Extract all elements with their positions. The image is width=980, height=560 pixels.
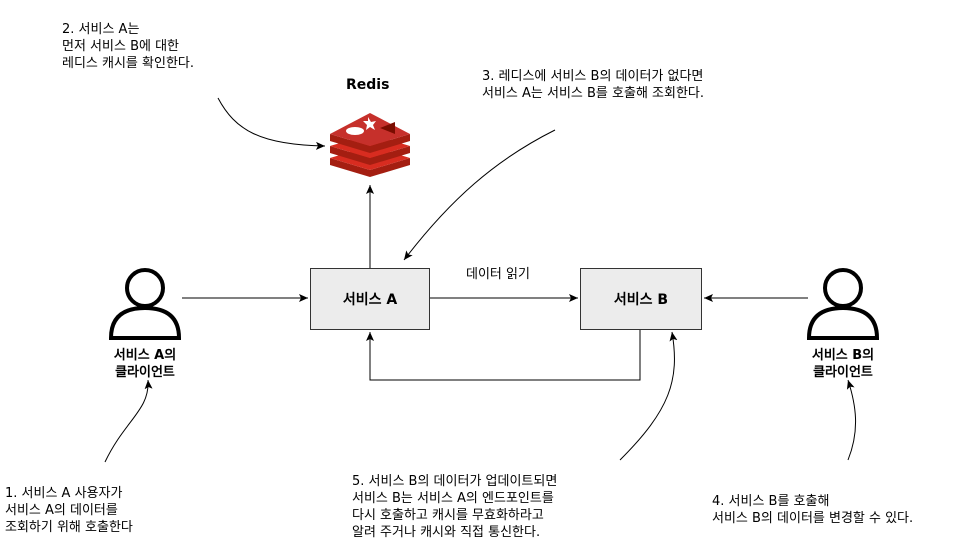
pointer-note5 <box>619 331 678 461</box>
note-step-3: 3. 레디스에 서비스 B의 데이터가 없다면 서비스 A는 서비스 B를 호출… <box>482 69 705 101</box>
note-step-4: 4. 서비스 B를 호출해 서비스 B의 데이터를 변경할 수 있다. <box>712 494 914 526</box>
note-step-1: 1. 서비스 A 사용자가 서비스 A의 데이터를 조회하기 위해 호출한다 <box>5 486 133 535</box>
client-a-label: 서비스 A의 클라이언트 <box>113 348 177 380</box>
service-a-box[interactable]: 서비스 A <box>310 268 430 330</box>
client-b-person-icon <box>806 268 880 340</box>
edge-label-data-read: 데이터 읽기 <box>466 267 530 282</box>
note-step-5: 5. 서비스 B의 데이터가 업데이트되면 서비스 B는 서비스 A의 엔드포인… <box>352 474 558 540</box>
pointer-note4 <box>846 379 856 461</box>
service-a-label: 서비스 A <box>342 292 398 308</box>
redis-logo-icon <box>330 113 410 177</box>
note-step-2: 2. 서비스 A는 먼저 서비스 B에 대한 레디스 캐시를 확인한다. <box>62 22 194 71</box>
client-b-label: 서비스 B의 클라이언트 <box>811 348 875 380</box>
edge-service-b-to-service-a <box>366 330 641 381</box>
pointer-note1 <box>104 379 153 463</box>
client-a-person-icon <box>108 268 182 340</box>
pointer-note3 <box>403 129 556 261</box>
service-b-label: 서비스 B <box>613 292 669 308</box>
service-b-box[interactable]: 서비스 B <box>580 268 702 330</box>
redis-label: Redis <box>346 77 390 93</box>
pointer-note2 <box>217 97 326 150</box>
